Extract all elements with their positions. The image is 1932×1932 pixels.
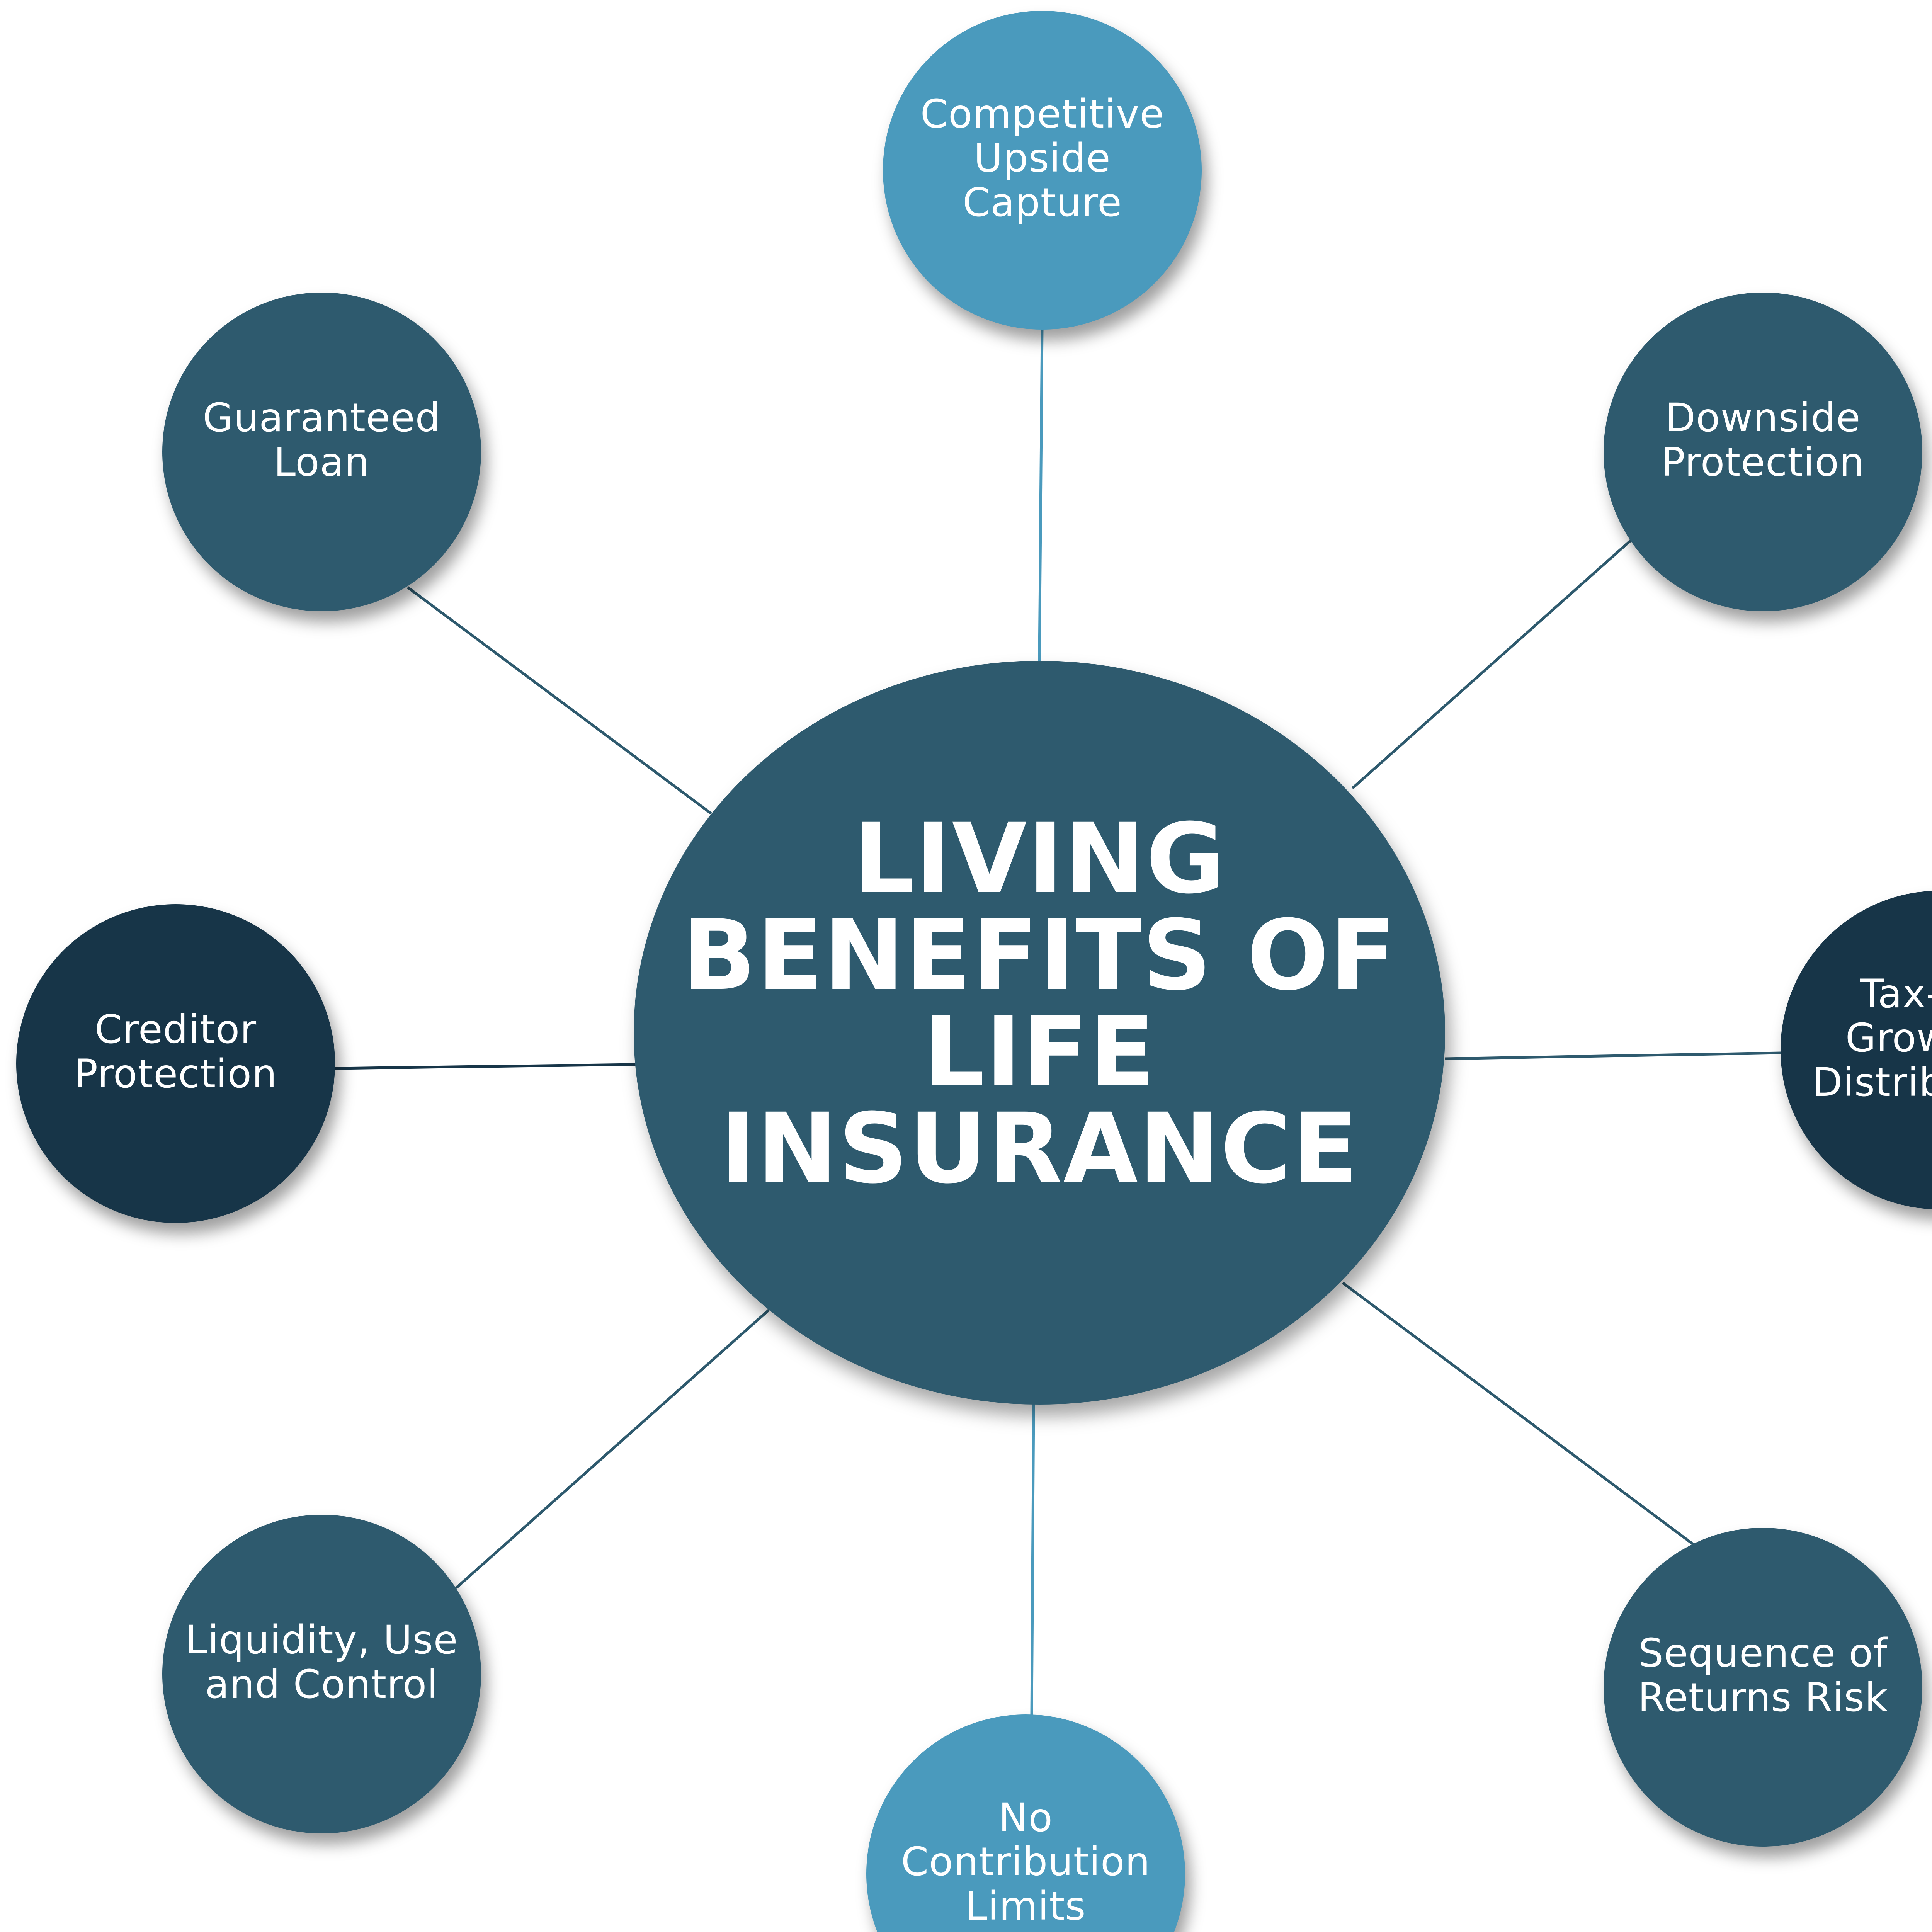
connector-taxfree <box>1445 1051 1782 1060</box>
connector-creditor <box>334 1063 636 1070</box>
node-creditor-protection: Creditor Protection <box>16 904 335 1223</box>
node-label: Liquidity, Use and Control <box>185 1617 458 1708</box>
connector-nocontrib <box>1030 1402 1035 1716</box>
node-label: Sequence of Returns Risk <box>1638 1630 1888 1721</box>
connector-downside <box>1351 536 1636 789</box>
node-label: Downside Protection <box>1661 395 1865 485</box>
node-label: Tax-free Growth & Distributions <box>1812 971 1932 1105</box>
node-label: Competitive Upside Capture <box>920 91 1165 226</box>
node-downside-protection: Downside Protection <box>1604 293 1922 611</box>
connector-sequence <box>1342 1282 1701 1551</box>
hub-title: LIVING BENEFITS OF LIFE INSURANCE <box>682 802 1397 1205</box>
hub-living-benefits: LIVING BENEFITS OF LIFE INSURANCE <box>634 661 1445 1405</box>
node-label: Creditor Protection <box>74 1007 277 1097</box>
node-competitive-upside-capture: Competitive Upside Capture <box>883 11 1202 330</box>
connector-competitive <box>1038 328 1044 661</box>
node-sequence-of-returns-risk: Sequence of Returns Risk <box>1604 1528 1922 1847</box>
node-label: Guaranteed Loan <box>202 395 441 485</box>
connector-liquidity <box>455 1309 770 1589</box>
node-guaranteed-loan: Guaranteed Loan <box>162 293 481 611</box>
node-label: No Contribution Limits <box>901 1795 1151 1929</box>
connector-guaranteed <box>406 586 712 815</box>
node-liquidity-use-control: Liquidity, Use and Control <box>162 1515 481 1833</box>
